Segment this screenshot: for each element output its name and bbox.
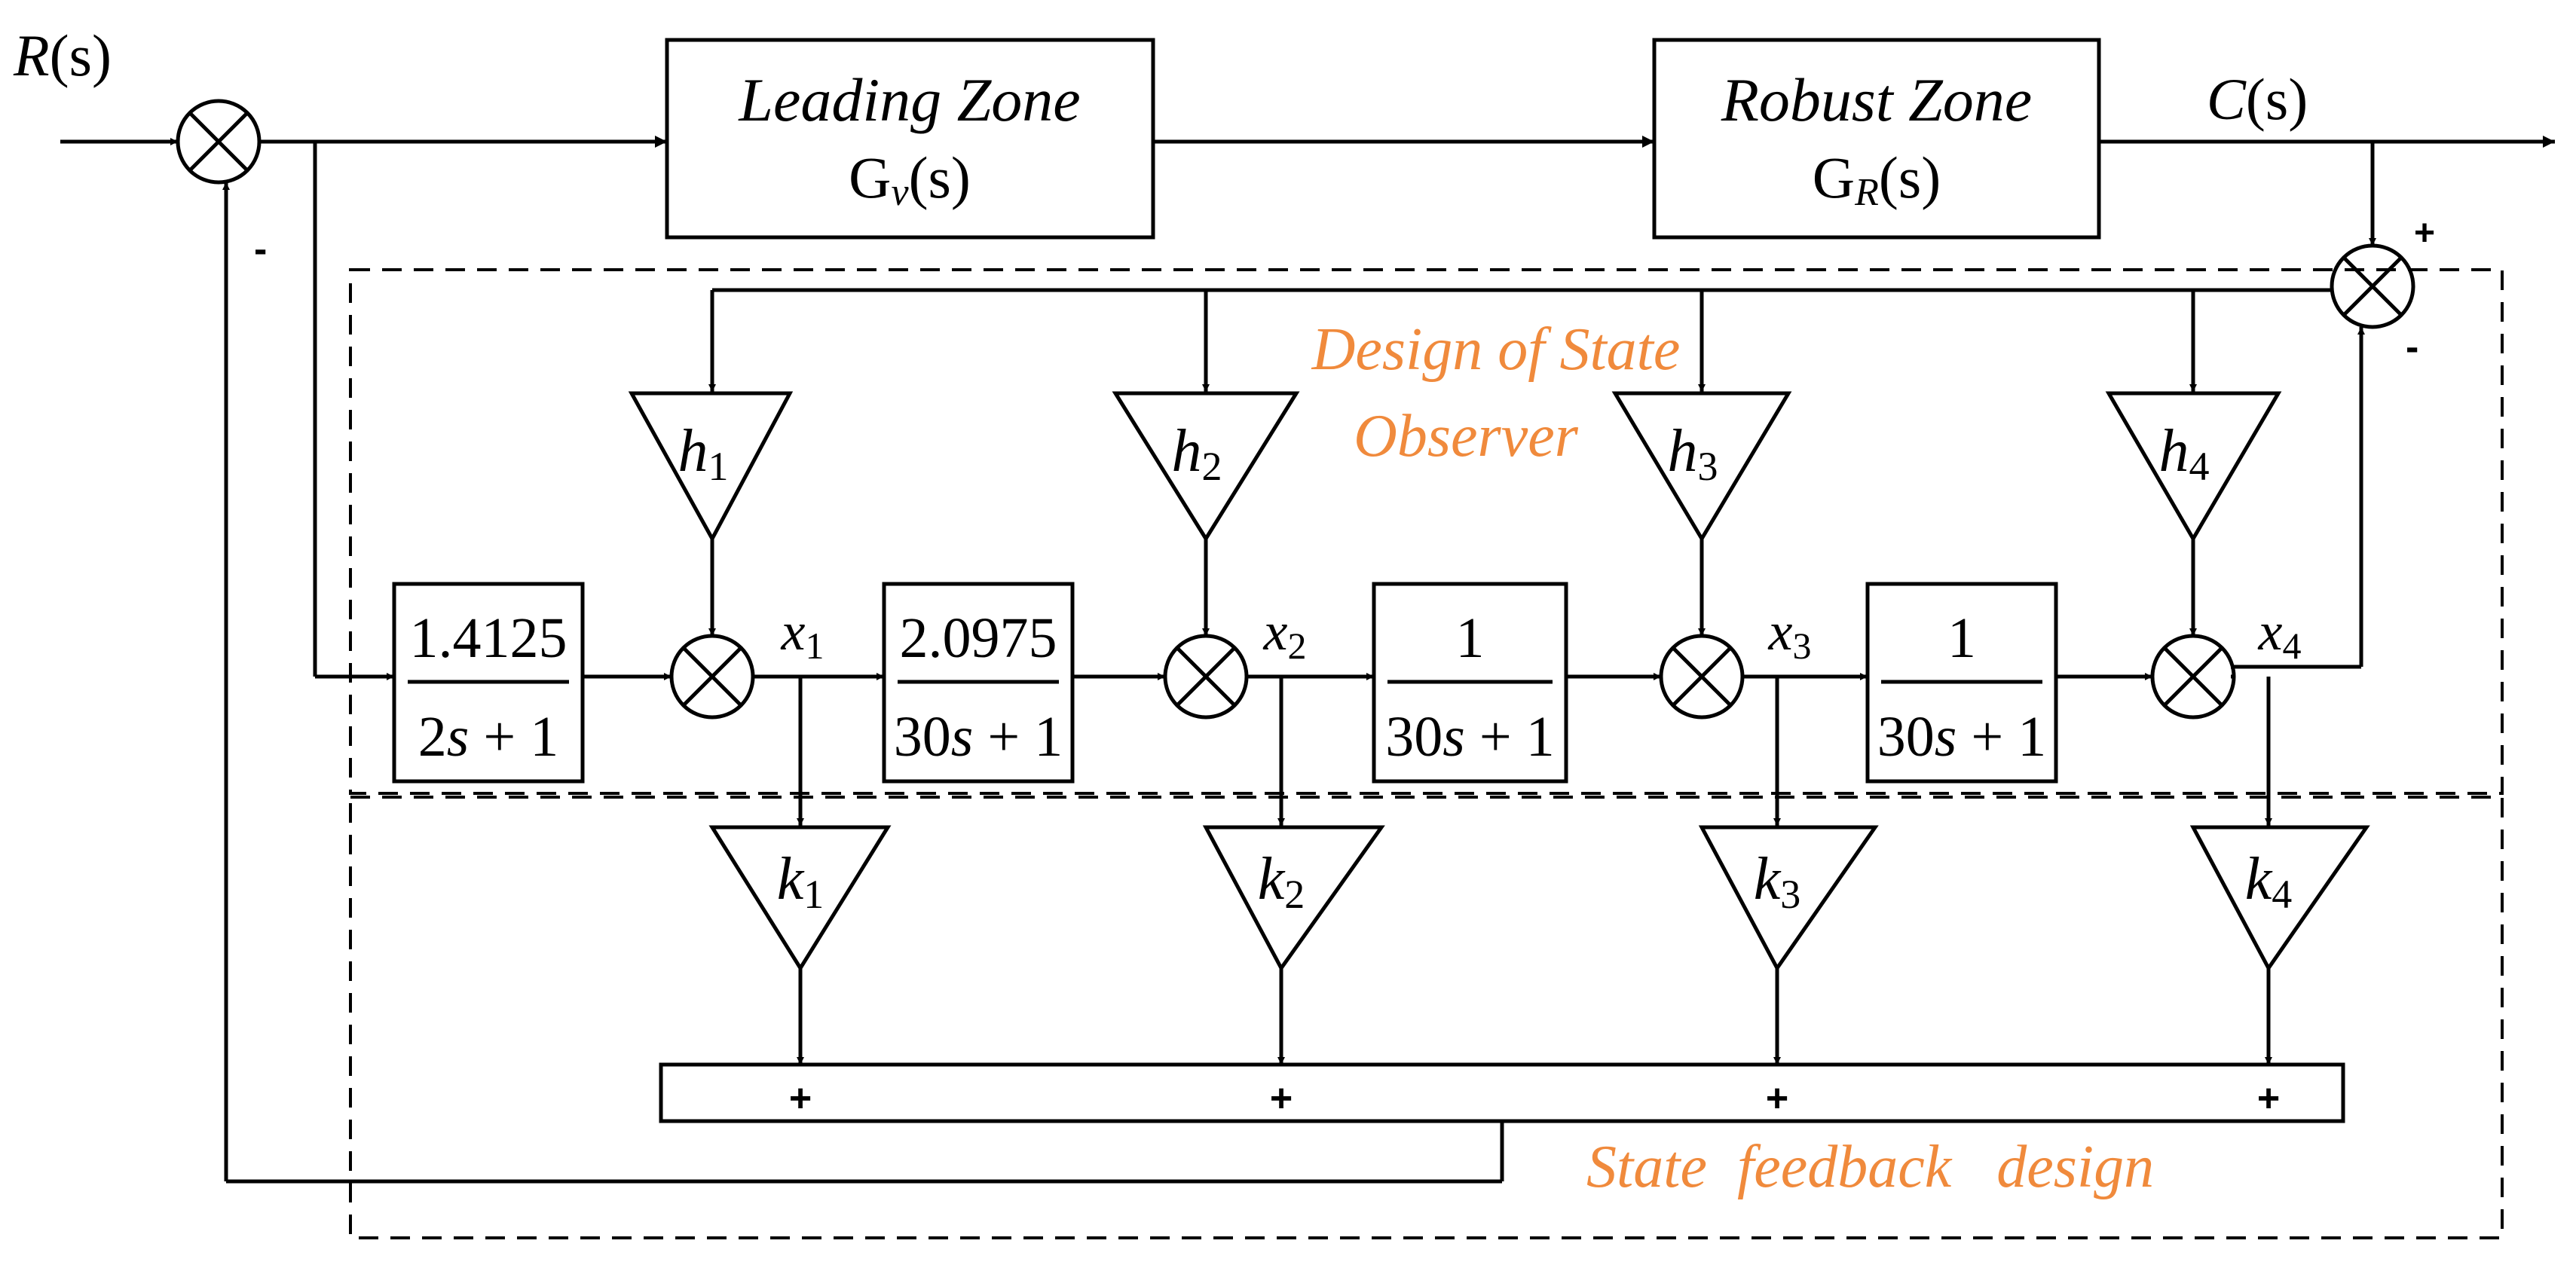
observer-gain-label-3: h3	[1668, 418, 1718, 489]
sum-plus-sign-4: +	[2257, 1077, 2280, 1120]
junction-cross	[2163, 646, 2223, 707]
error-plus-sign: +	[2414, 213, 2435, 253]
observer-error-junction	[2330, 243, 2415, 329]
transfer-block-4	[1865, 582, 2058, 784]
leading-zone-title: Leading Zone	[738, 66, 1080, 134]
robust-zone-transfer: GR(s)	[1813, 145, 1941, 214]
observer-gain-4	[2105, 391, 2282, 542]
error-minus-sign: -	[2406, 325, 2418, 369]
feedback-gain-1	[708, 825, 892, 972]
leading-zone-transfer: Gv(s)	[849, 145, 971, 214]
state-label-2: x2	[1263, 601, 1307, 667]
observer-annotation-line1: Design of State	[1311, 316, 1681, 383]
observer-gain-label-4: h4	[2159, 418, 2210, 489]
observer-annotation-line2: Observer	[1354, 403, 1579, 469]
state-label-3: x3	[1768, 601, 1812, 667]
observer-gain-2	[1112, 391, 1300, 542]
observer-gain-1	[628, 391, 794, 543]
observer-gain-label-2: h2	[1172, 418, 1222, 489]
observer-gain-3	[1611, 391, 1792, 542]
feedback-gain-label-3: k3	[1754, 846, 1801, 917]
junction-cross	[1176, 646, 1236, 707]
observer-region	[349, 268, 2504, 795]
transfer-block-2	[882, 582, 1075, 784]
sum-plus-sign-2: +	[1270, 1077, 1293, 1120]
transfer-numerator-4: 1	[1947, 607, 1976, 670]
transfer-denominator-3: 30s + 1	[1385, 705, 1554, 768]
feedback-gain-label-4: k4	[2245, 846, 2293, 917]
transfer-denominator-1: 2s + 1	[418, 705, 558, 768]
robust-zone-title: Robust Zone	[1721, 66, 2032, 134]
feedback-gain-2	[1202, 825, 1385, 972]
transfer-block-3	[1372, 582, 1568, 784]
feedback-sum-bar	[659, 1062, 2345, 1123]
feedback-gain-label-2: k2	[1258, 846, 1305, 917]
transfer-denominator-4: 30s + 1	[1877, 705, 2046, 768]
robust-zone-block: Robust Zone GR(s)	[1652, 38, 2101, 240]
feedback-gain-3	[1698, 825, 1879, 972]
main-minus-sign: -	[254, 228, 267, 271]
sum-plus-sign-1: +	[789, 1077, 812, 1120]
junction-cross	[682, 646, 742, 707]
junction-cross	[1672, 646, 1732, 707]
transfer-numerator-2: 2.0975	[900, 607, 1057, 670]
sum-plus-sign-3: +	[1766, 1077, 1788, 1120]
feedback-region	[349, 796, 2504, 1239]
observer-gain-label-1: h1	[678, 418, 729, 489]
feedback-gain-4	[2189, 825, 2370, 972]
transfer-block-1	[392, 582, 585, 784]
output-label: C(s)	[2207, 66, 2308, 132]
state-label-4: x4	[2258, 601, 2302, 667]
feedback-gain-label-1: k1	[777, 846, 825, 917]
transfer-numerator-1: 1.4125	[410, 607, 568, 670]
feedback-annotation: State feedback design	[1586, 1134, 2154, 1200]
leading-zone-block: Leading Zone Gv(s)	[665, 38, 1155, 240]
transfer-numerator-3: 1	[1456, 607, 1485, 670]
transfer-denominator-2: 30s + 1	[894, 705, 1063, 768]
input-label: R(s)	[13, 23, 112, 88]
state-label-1: x1	[781, 601, 825, 667]
